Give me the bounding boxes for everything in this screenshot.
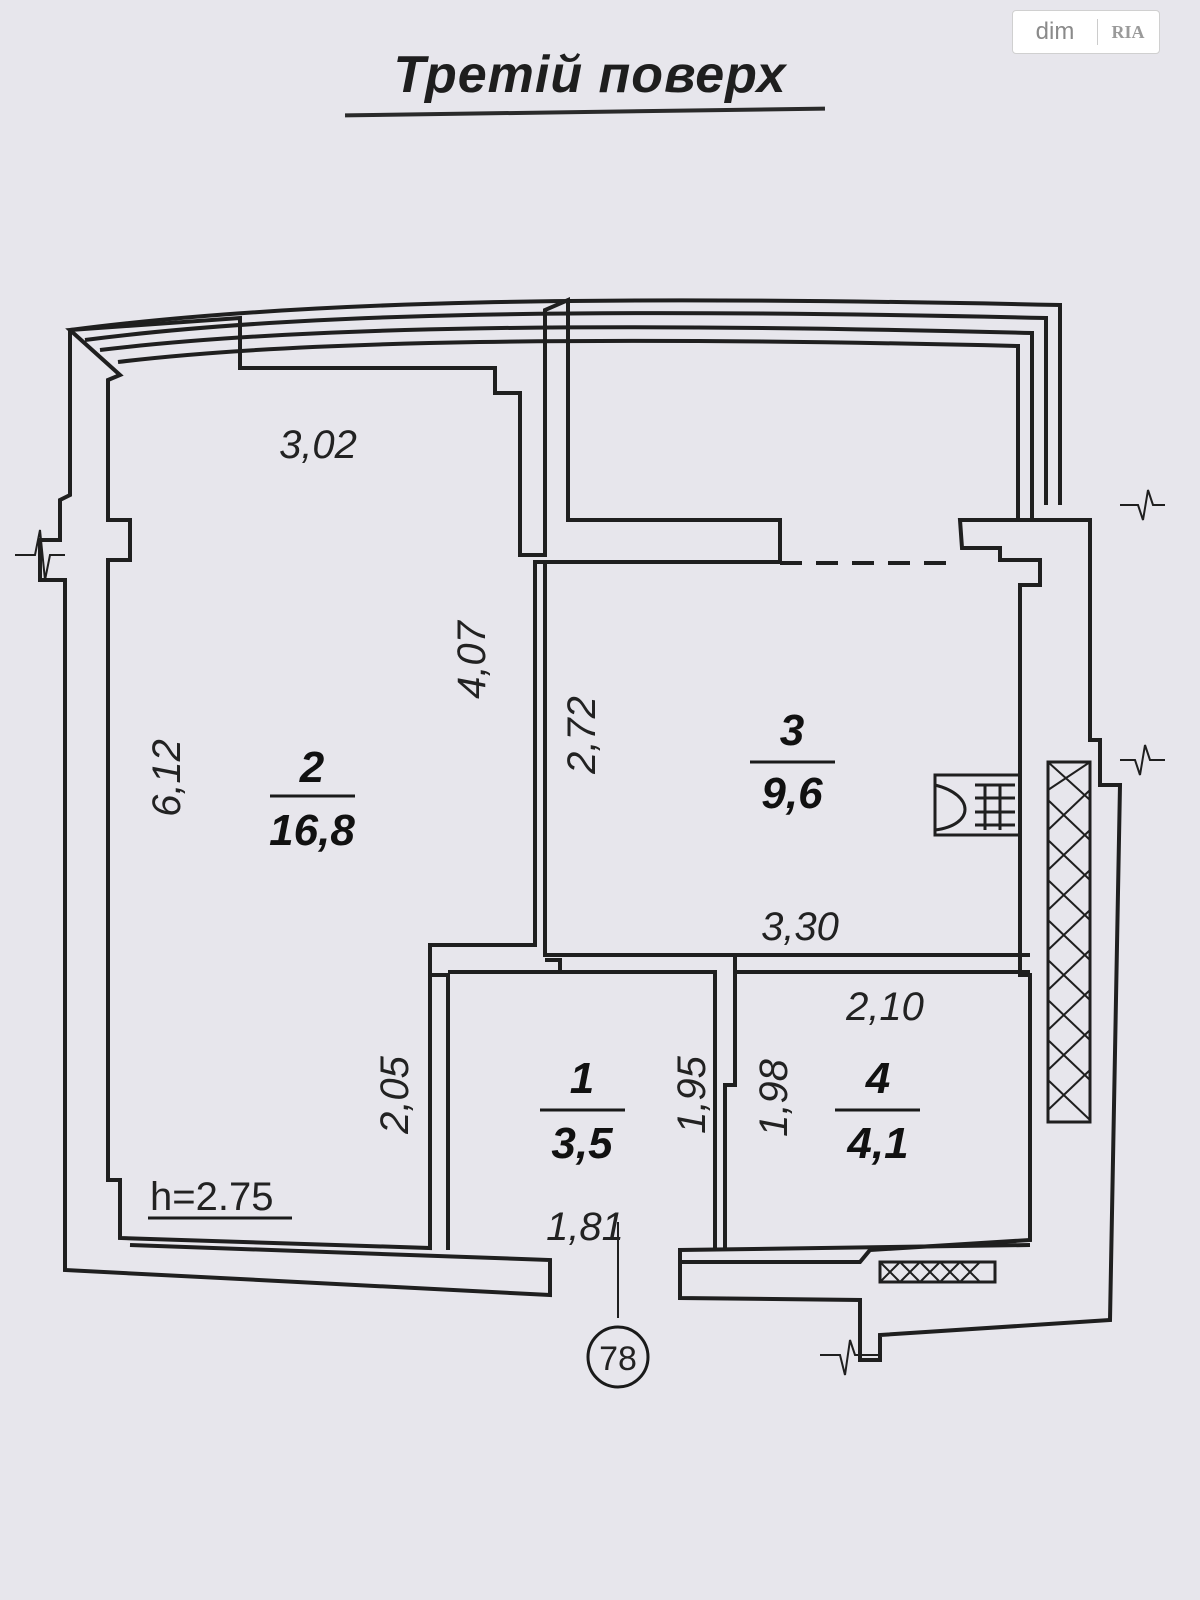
wall-partition	[428, 945, 450, 1250]
dim-room1-bottom: 1,81	[546, 1205, 624, 1249]
outer-wall-right	[678, 518, 1123, 1362]
watermark-dim: dim	[1035, 18, 1075, 45]
dim-room2-width: 3,02	[279, 423, 357, 467]
dim-room2-length: 6,12	[145, 739, 189, 817]
axis-marker-label: 78	[599, 1340, 637, 1378]
room3-area: 9,6	[761, 769, 823, 818]
room2-number: 2	[299, 743, 325, 792]
watermark-ria: RIA	[1111, 21, 1145, 42]
break-right-top	[1120, 489, 1165, 521]
room1-number: 1	[570, 1054, 594, 1103]
watermark-badge: dim RIA	[1012, 10, 1160, 54]
wall-room3	[535, 560, 1030, 957]
stove-icon	[933, 773, 1022, 837]
dim-room3-width: 3,30	[761, 905, 839, 949]
room3-number: 3	[780, 706, 804, 755]
height-label: h=2.75	[150, 1175, 273, 1219]
break-right-mid	[1120, 744, 1165, 776]
dim-room1-right: 1,95	[670, 1055, 714, 1134]
dim-room2-right: 4,07	[450, 619, 494, 699]
break-bottom	[820, 1339, 880, 1376]
wall-bath	[448, 970, 717, 1250]
room4-number: 4	[865, 1054, 890, 1103]
outer-wall-shell	[38, 330, 552, 1298]
wall-bottom	[678, 1243, 1031, 1262]
floor-title: Третій поверх	[393, 46, 787, 104]
watermark-separator	[1097, 19, 1098, 45]
room1-area: 3,5	[551, 1119, 613, 1168]
dim-room4-left: 1,98	[752, 1058, 796, 1137]
dim-room1-left: 2,05	[373, 1055, 417, 1135]
balcony-rail	[69, 298, 1062, 505]
vent-shaft-vertical	[1046, 760, 1092, 1124]
room4-area: 4,1	[846, 1119, 908, 1168]
room2-area: 16,8	[269, 806, 355, 855]
dim-room4-width: 2,10	[845, 985, 924, 1029]
vent-shaft-horizontal	[878, 1260, 997, 1284]
dim-room3-height: 2,72	[560, 696, 604, 775]
axis-marker-circle	[586, 1325, 650, 1389]
break-left	[15, 529, 65, 581]
